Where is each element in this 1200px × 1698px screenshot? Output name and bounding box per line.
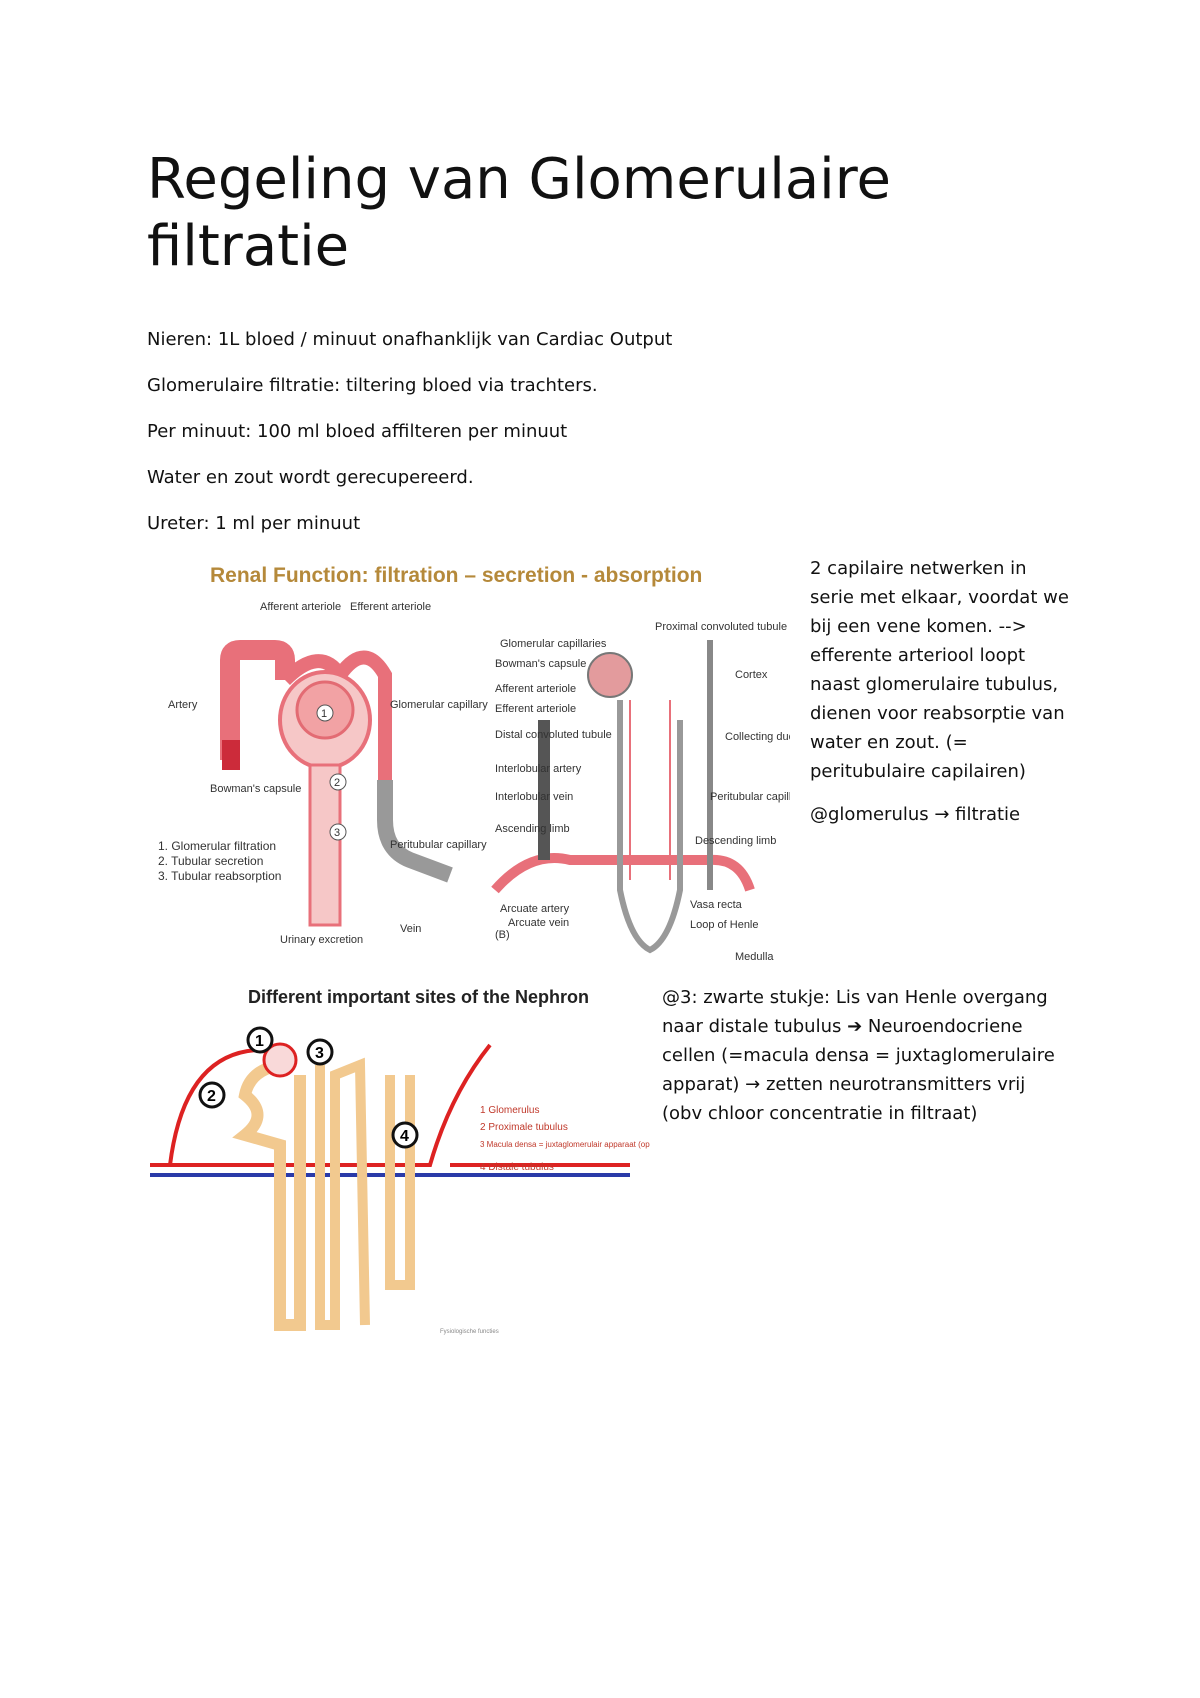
paragraph-ureter: Ureter: 1 ml per minuut: [147, 512, 360, 536]
label-glomerular-capillary: Glomerular capillary: [390, 699, 488, 711]
note1-line: efferente arteriool loopt: [810, 641, 1110, 670]
note1-line: 2 capilaire netwerken in: [810, 554, 1110, 583]
note2-line: naar distale tubulus ➔ Neuroendocriene: [662, 1012, 1102, 1041]
label-b-peritubular: Peritubular capillaries: [710, 791, 790, 803]
note1-line: serie met elkaar, voordat we: [810, 583, 1110, 612]
label-b-medulla: Medulla: [735, 951, 774, 963]
paragraph-kidneys: Nieren: 1L bloed / minuut onafhanklijk v…: [147, 328, 672, 352]
paragraph-per-minute: Per minuut: 100 ml bloed affilteren per …: [147, 420, 567, 444]
note1-line: water en zout. (=: [810, 728, 1110, 757]
label-b-efferent: Efferent arteriole: [495, 703, 576, 715]
note1-line: naast glomerulaire tubulus,: [810, 670, 1110, 699]
note2-line: @3: zwarte stukje: Lis van Henle overgan…: [662, 983, 1102, 1012]
note2-line: apparat) → zetten neurotransmitters vrij: [662, 1070, 1102, 1099]
nephron-legend-item: 2 Proximale tubulus: [480, 1122, 568, 1133]
label-urinary: Urinary excretion: [280, 934, 363, 946]
nephron-legend-item: 3 Macula densa = juxtaglomerulair appara…: [480, 1140, 650, 1149]
svg-text:2: 2: [207, 1088, 216, 1105]
label-vein: Vein: [400, 923, 421, 935]
note-glomerulus: @glomerulus → filtratie: [810, 800, 1110, 829]
label-b-distal: Distal convoluted tubule: [495, 729, 612, 741]
page-title: Regeling van Glomerulaire filtratie: [147, 146, 1047, 280]
note1-line: bij een vene komen. -->: [810, 612, 1110, 641]
label-b-ascending: Ascending limb: [495, 823, 570, 835]
renal-function-diagram: Renal Function: filtration – secretion -…: [150, 560, 790, 970]
note-capillary-networks: 2 capilaire netwerken in serie met elkaa…: [810, 554, 1110, 843]
label-b-glomerular-capillaries: Glomerular capillaries: [500, 638, 607, 650]
svg-text:1: 1: [321, 708, 327, 720]
paragraph-water-salt: Water en zout wordt gerecupereerd.: [147, 466, 474, 490]
svg-text:3: 3: [315, 1045, 324, 1062]
label-b-vasa-recta: Vasa recta: [690, 899, 743, 911]
label-b-cortex: Cortex: [735, 669, 768, 681]
label-b-arcuate-vein: Arcuate vein: [508, 917, 569, 929]
note1-line: peritubulaire capilairen): [810, 757, 1110, 786]
nephron-panel-b: Glomerular capillaries Bowman's capsule …: [495, 621, 790, 963]
note1-line: dienen voor reabsorptie van: [810, 699, 1110, 728]
label-b-panel: (B): [495, 929, 510, 941]
note-macula-densa: @3: zwarte stukje: Lis van Henle overgan…: [662, 983, 1102, 1142]
nephron-panel-a: 1 2 3 Afferent arteriole Efferent arteri…: [158, 601, 488, 946]
label-b-afferent: Afferent arteriole: [495, 683, 576, 695]
nephron-sites-diagram: Different important sites of the Nephron…: [150, 985, 650, 1355]
label-b-arcuate-artery: Arcuate artery: [500, 903, 570, 915]
svg-text:4: 4: [400, 1128, 409, 1145]
label-bowmans: Bowman's capsule: [210, 783, 301, 795]
nephron-legend-item: 4 Distale tubulus: [480, 1162, 554, 1173]
note2-line: (obv chloor concentratie in filtraat): [662, 1099, 1102, 1128]
note2-line: cellen (=macula densa = juxtaglomerulair…: [662, 1041, 1102, 1070]
label-b-bowmans: Bowman's capsule: [495, 658, 586, 670]
renal-function-figure: Renal Function: filtration – secretion -…: [150, 560, 790, 970]
label-afferent: Afferent arteriole: [260, 601, 341, 613]
figure1-title: Renal Function: filtration – secretion -…: [210, 564, 702, 587]
label-peritubular: Peritubular capillary: [390, 839, 487, 851]
label-artery: Artery: [168, 699, 198, 711]
nephron-sites-figure: Different important sites of the Nephron…: [150, 985, 650, 1355]
label-b-interlobular-vein: Interlobular vein: [495, 791, 573, 803]
legend-filtration: 1. Glomerular filtration: [158, 839, 276, 853]
nephron-footer: Fysiologische functies: [440, 1329, 499, 1335]
label-b-interlobular-artery: Interlobular artery: [495, 763, 582, 775]
label-b-collecting: Collecting duct: [725, 731, 790, 743]
legend-secretion: 2. Tubular secretion: [158, 854, 263, 868]
svg-text:2: 2: [334, 777, 340, 789]
svg-text:1: 1: [255, 1033, 264, 1050]
paragraph-glomerular-filtration: Glomerulaire filtratie: tiltering bloed …: [147, 374, 598, 398]
nephron-legend-item: 1 Glomerulus: [480, 1105, 539, 1116]
figure2-title: Different important sites of the Nephron: [248, 987, 589, 1007]
svg-text:3: 3: [334, 827, 340, 839]
label-b-proximal: Proximal convoluted tubule: [655, 621, 787, 633]
label-b-descending: Descending limb: [695, 835, 776, 847]
label-b-loop: Loop of Henle: [690, 919, 759, 931]
legend-reabsorption: 3. Tubular reabsorption: [158, 869, 281, 883]
label-efferent: Efferent arteriole: [350, 601, 431, 613]
